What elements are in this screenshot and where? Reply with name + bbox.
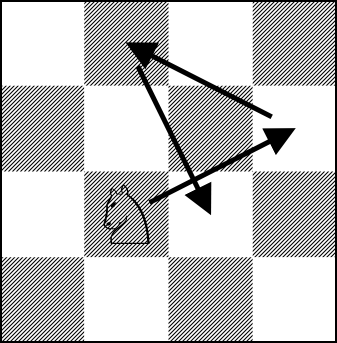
dark-square-1-0 [84, 0, 168, 86]
light-square-0-0 [0, 0, 84, 86]
dark-square-2-3 [169, 257, 253, 343]
white-knight-icon: ♘ [90, 169, 164, 264]
dark-square-0-3 [0, 257, 84, 343]
dark-square-3-2 [253, 172, 337, 258]
dark-square-3-0 [253, 0, 337, 86]
light-square-0-2 [0, 172, 84, 258]
light-square-3-1 [253, 86, 337, 172]
light-square-1-3 [84, 257, 168, 343]
dark-square-0-1 [0, 86, 84, 172]
piece-layer: ♘ [90, 169, 164, 264]
light-square-3-3 [253, 257, 337, 343]
